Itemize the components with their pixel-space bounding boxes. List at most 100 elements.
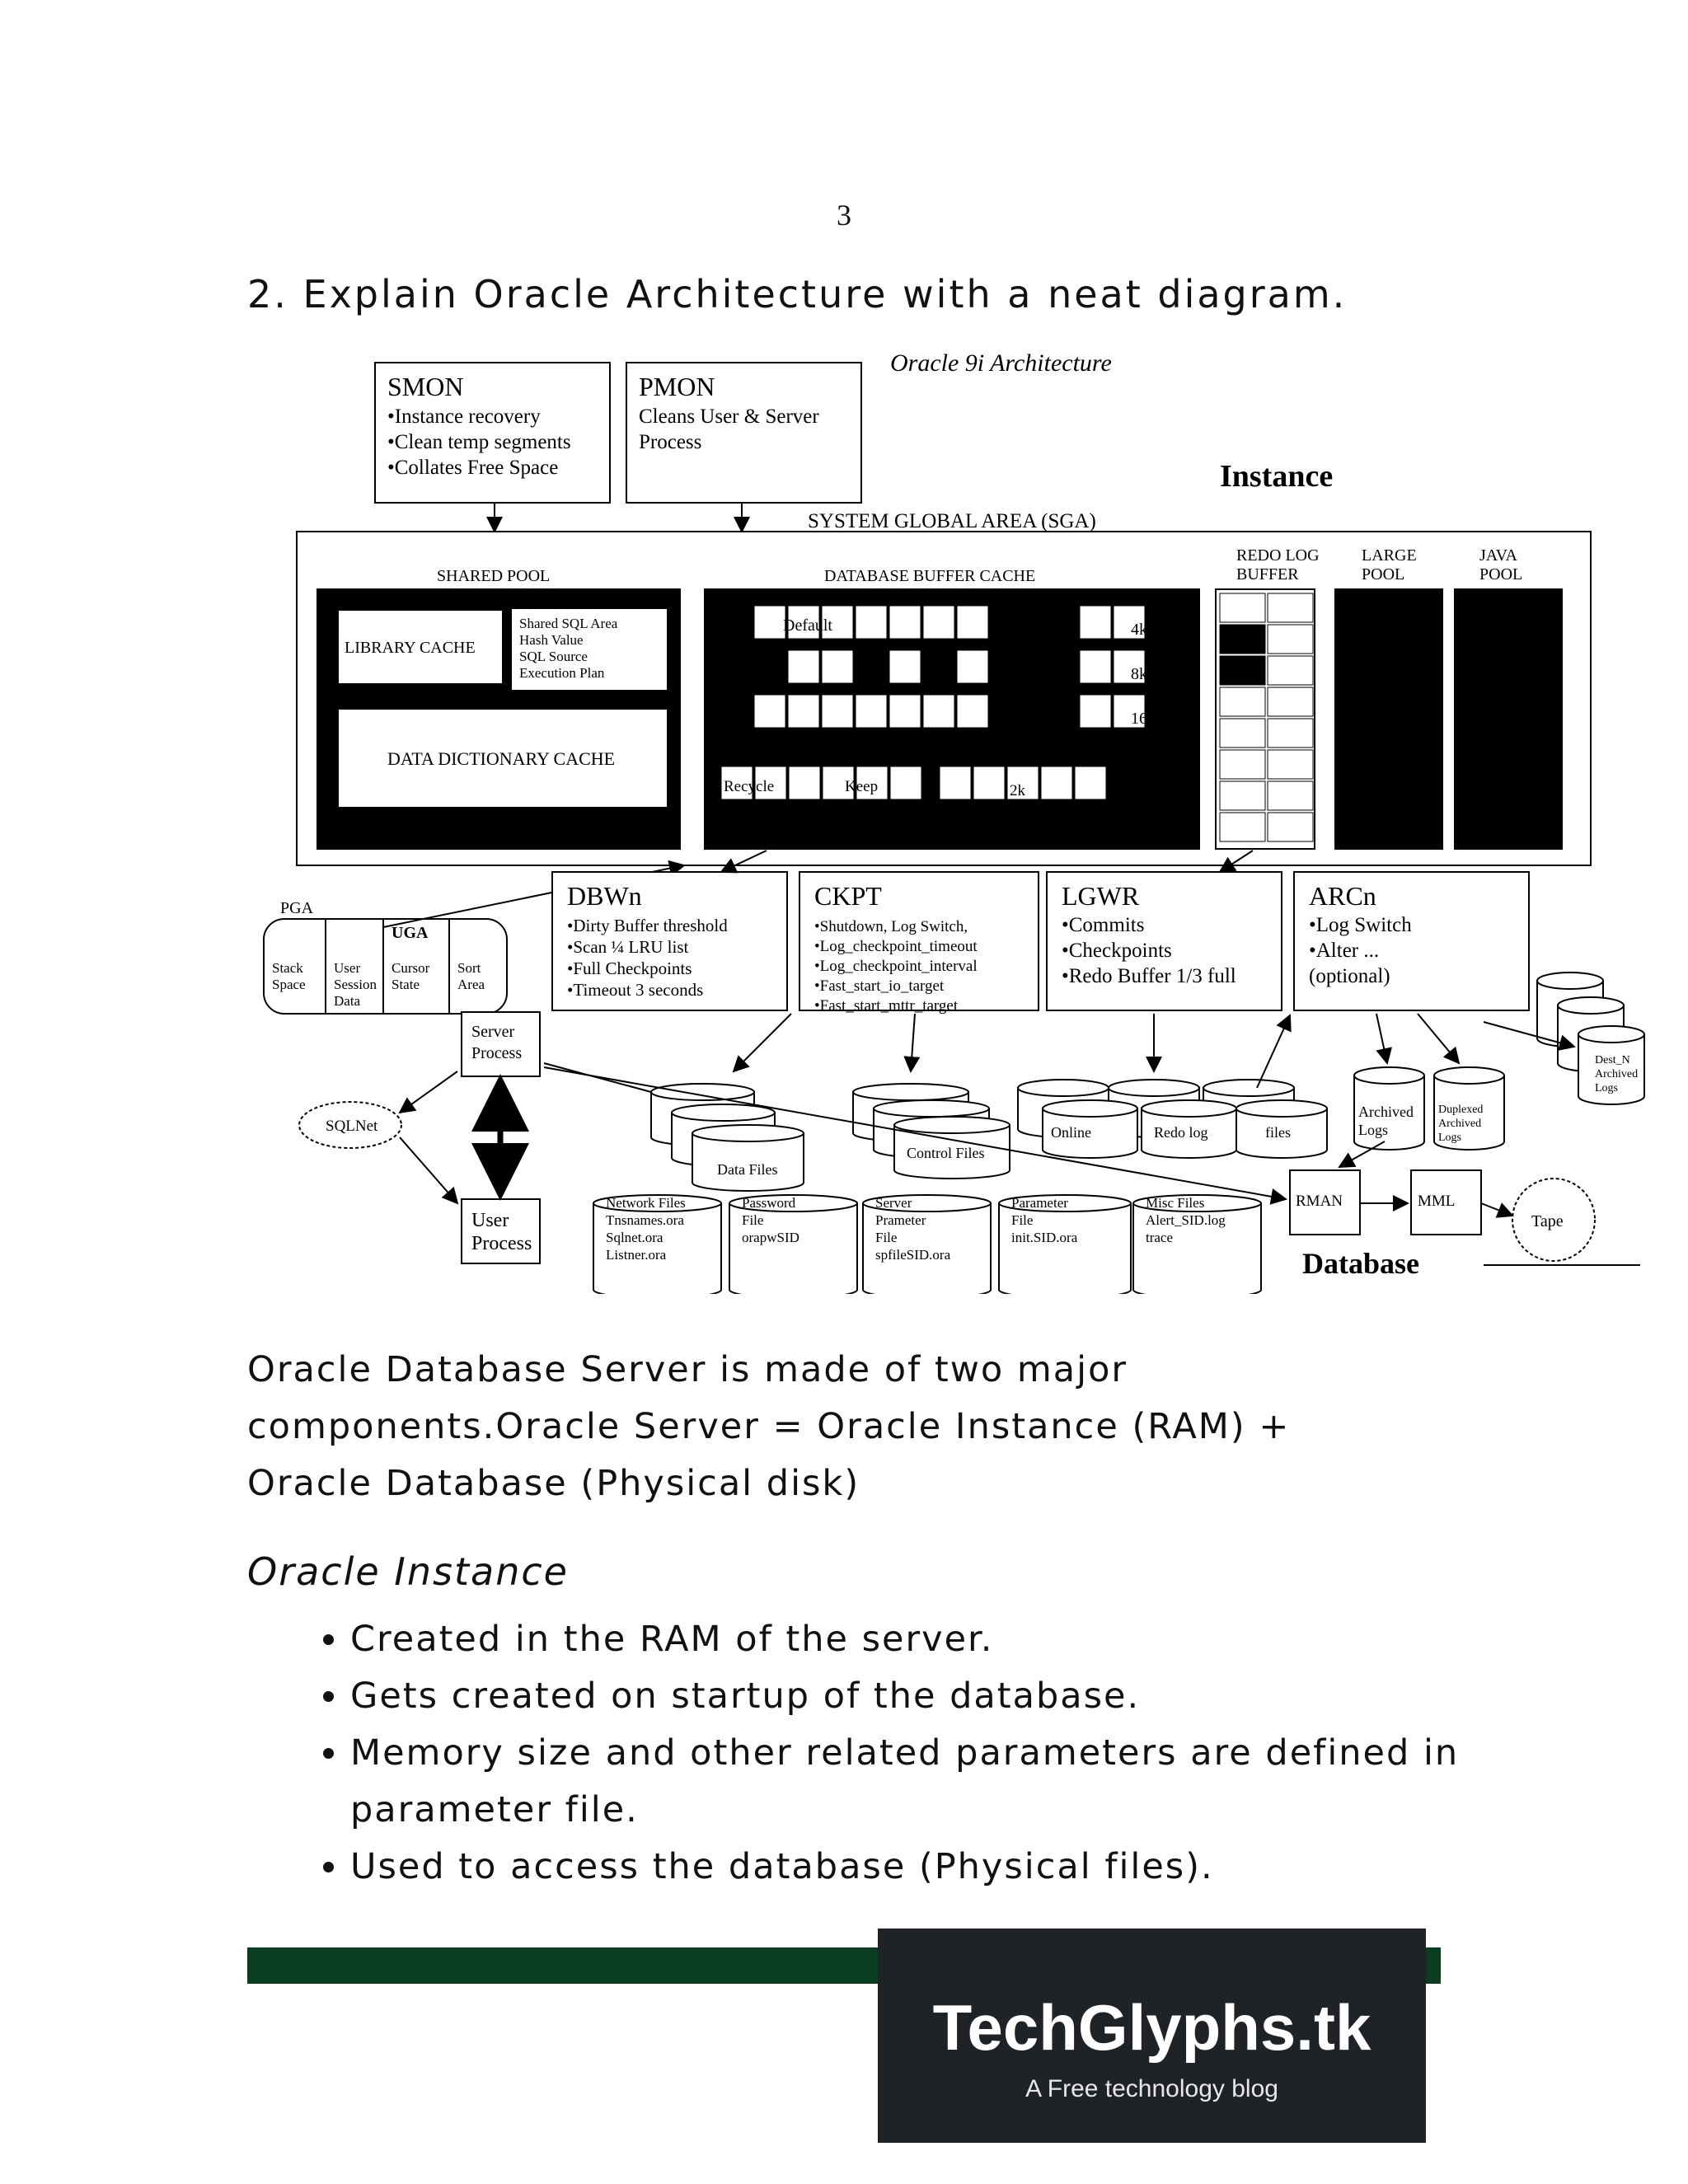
buffer-cell (922, 694, 955, 729)
data-dictionary-label: DATA DICTIONARY CACHE (387, 748, 615, 769)
pmon-line: Cleans User & Server (639, 405, 819, 428)
dest-logs-label: Dest_N (1595, 1054, 1630, 1066)
brand-logo[interactable]: TechGlyphs.tk A Free technology blog (878, 1929, 1426, 2143)
buffer-cell (1006, 766, 1039, 800)
lgwr-line: •Commits (1062, 914, 1144, 936)
file-cylinder-label: Tnsnames.ora (606, 1212, 684, 1228)
block-size-label: 8k (1131, 665, 1147, 683)
shared-sql-line: SQL Source (519, 649, 588, 664)
data-files-label: Data Files (717, 1161, 778, 1178)
redo-cylinder-top (1141, 1099, 1237, 1118)
oracle-architecture-diagram: Oracle 9i ArchitectureInstanceSMON•Insta… (263, 349, 1645, 1294)
library-cache-box (337, 609, 504, 685)
redo-cylinder-top (1017, 1079, 1109, 1097)
datafile-cylinder (692, 1132, 804, 1192)
java-pool-box (1454, 588, 1563, 850)
file-cylinder-label: Prameter (875, 1212, 926, 1228)
redo-cell (1219, 687, 1266, 717)
smon-line: •Clean temp segments (387, 431, 571, 453)
list-item: Used to access the database (Physical fi… (350, 1839, 1504, 1896)
instance-label: Instance (1220, 459, 1333, 494)
redo-cell (1267, 687, 1314, 717)
pga-cell-label: Data (334, 993, 361, 1009)
file-cylinder-label: Server (875, 1195, 912, 1211)
buffer-cell (1113, 694, 1146, 729)
buffer-cell (856, 766, 889, 800)
user-process-label: User (471, 1210, 509, 1231)
list-item: Gets created on startup of the database. (350, 1668, 1504, 1725)
buffer-cell (973, 766, 1006, 800)
ckpt-title: CKPT (814, 881, 882, 911)
archived-cylinder-top (1353, 1066, 1425, 1085)
redo-arcn-arrow (1256, 1014, 1292, 1089)
redo-buffer-title: REDO LOG (1236, 546, 1320, 565)
dest-cylinder-top (1536, 972, 1604, 990)
file-cylinder-label: File (875, 1230, 897, 1245)
buffer-cell (1113, 649, 1146, 684)
arcn-dest-arrow (1483, 1021, 1576, 1051)
archived-rman-arrow (1338, 1141, 1386, 1168)
arcn-line: •Log Switch (1309, 914, 1412, 936)
dbwn-line: •Full Checkpoints (567, 958, 692, 978)
datafile-cylinder-top (650, 1083, 755, 1101)
file-cylinder-label: Parameter (1011, 1195, 1068, 1211)
buffer-cell (889, 694, 921, 729)
default-pool-label: Default (783, 616, 832, 635)
arcn-title: ARCn (1309, 881, 1376, 911)
java-pool-title: POOL (1479, 565, 1522, 583)
smon-box (374, 362, 611, 504)
question-heading: 2. Explain Oracle Architecture with a ne… (247, 272, 1348, 316)
file-cylinder-label: Misc Files (1146, 1195, 1204, 1211)
control-file-cylinder-top (852, 1083, 969, 1101)
file-cylinder (1132, 1202, 1262, 1294)
lgwr-box (1046, 871, 1282, 1011)
brand-tagline: A Free technology blog (1025, 2075, 1278, 2102)
redo-cell (1219, 812, 1266, 842)
server-process-box (461, 1011, 541, 1077)
file-cylinder-label: File (742, 1212, 763, 1228)
redo-log-label: Redo log (1154, 1124, 1208, 1141)
arcn-archived-arrow (1376, 1013, 1392, 1065)
buffer-cell (922, 605, 955, 640)
redo-cell (1219, 624, 1266, 654)
file-cylinder-top (729, 1194, 858, 1212)
mml-tape-arrow (1480, 1202, 1514, 1218)
archived-logs-label: Archived (1358, 1104, 1414, 1120)
buffer-cell (753, 649, 786, 684)
dest-logs-label: Logs (1595, 1082, 1618, 1094)
server-rman-link (543, 1066, 1287, 1205)
buffer-cell (855, 605, 888, 640)
large-pool-title: POOL (1362, 565, 1404, 583)
pga-box (263, 918, 508, 1015)
buffer-cell (889, 605, 921, 640)
dbwn-line: •Dirty Buffer threshold (567, 916, 728, 935)
buffer-cell (821, 605, 854, 640)
redo-cylinder (1042, 1108, 1138, 1159)
library-cache-label: LIBRARY CACHE (345, 639, 476, 657)
pmon-box (626, 362, 862, 504)
file-cylinder (862, 1202, 992, 1294)
dbwn-title: DBWn (567, 881, 642, 911)
dbwn-box (551, 871, 788, 1011)
file-cylinder-label: trace (1146, 1230, 1173, 1245)
pga-cell-label: Cursor (392, 960, 430, 976)
files-label: files (1265, 1124, 1291, 1141)
buffer-cell (720, 766, 753, 800)
diagram-caption: Oracle 9i Architecture (890, 349, 1112, 377)
buffer-cell (922, 649, 955, 684)
buffer-cell (956, 649, 989, 684)
control-file-cylinder-top (873, 1099, 990, 1118)
sga-label: SYSTEM GLOBAL AREA (SGA) (808, 510, 1096, 532)
page-number: 3 (837, 199, 851, 232)
brand-name: TechGlyphs.tk (932, 1991, 1372, 2064)
buffer-cell (889, 649, 921, 684)
buffer-cell (1113, 605, 1146, 640)
ckpt-datafile-arrow (732, 1013, 792, 1073)
arcn-line: (optional) (1309, 965, 1390, 987)
datafile-cylinder-top (671, 1104, 776, 1122)
redo-buffer-title: BUFFER (1236, 565, 1299, 583)
list-item: Memory size and other related parameters… (350, 1725, 1504, 1839)
redo-cell (1267, 624, 1314, 654)
sqlnet-arrow (398, 1071, 458, 1114)
dest-cylinder (1578, 1033, 1645, 1105)
